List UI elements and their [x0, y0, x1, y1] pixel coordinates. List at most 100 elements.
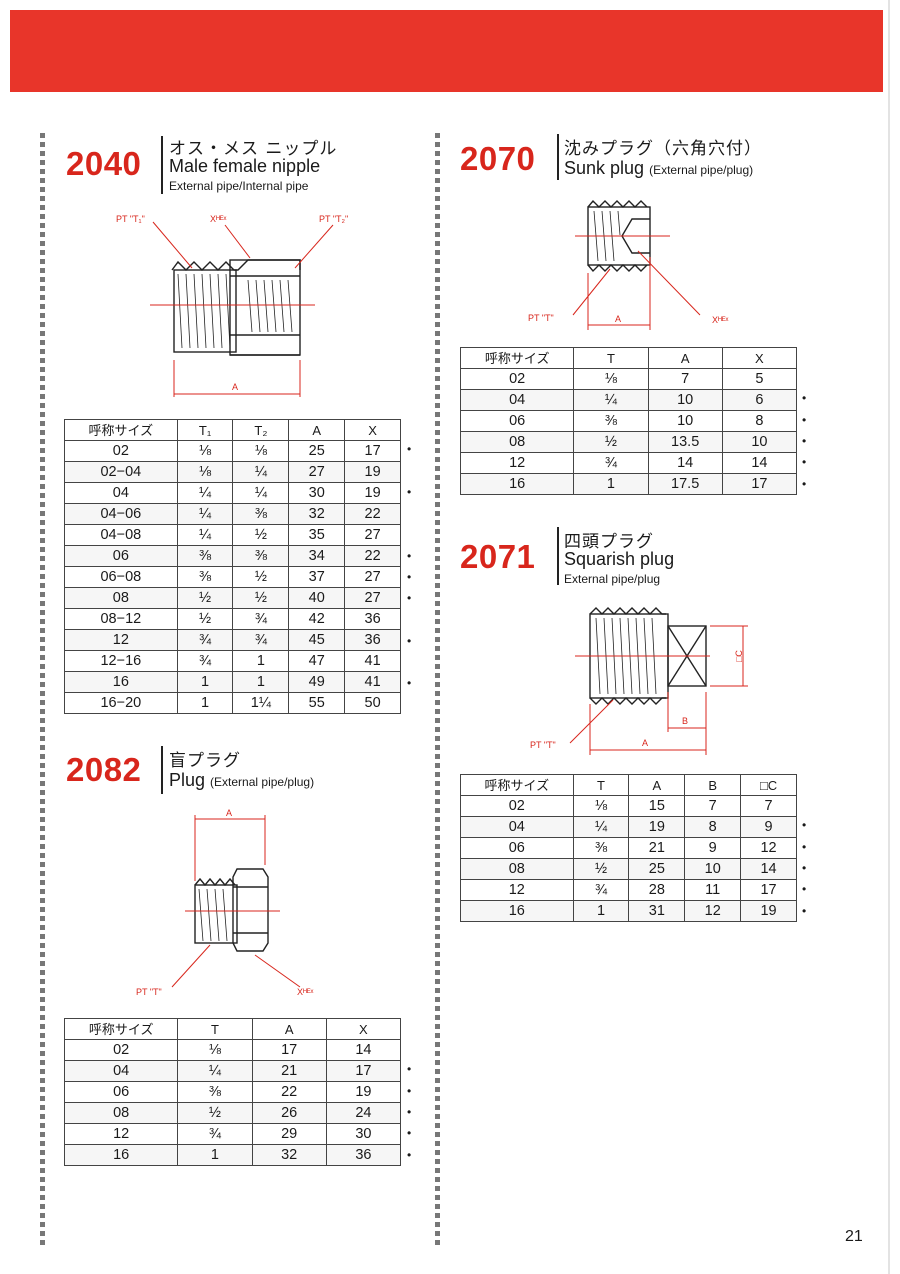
size-cell: 12 — [64, 629, 178, 651]
value-cell: ½ — [177, 1102, 253, 1124]
title-english-row: Sunk plug (External pipe/plug) — [564, 158, 753, 179]
value-cell: 12 — [684, 900, 742, 922]
stock-mark: • — [802, 882, 807, 897]
label-b: B — [682, 716, 688, 726]
label-x: Xᴴᴱˣ — [210, 214, 227, 224]
value-cell: ½ — [573, 431, 649, 453]
squarish-plug-diagram: □C B PT "T" A — [530, 607, 748, 755]
value-cell: 25 — [628, 858, 686, 880]
stock-mark: • — [802, 476, 807, 491]
stock-mark: • — [407, 1083, 412, 1098]
value-cell: 19 — [740, 900, 797, 922]
value-cell: 27 — [288, 461, 346, 483]
value-cell: 15 — [628, 795, 686, 817]
header-a: A — [251, 1018, 327, 1040]
value-cell: 11 — [684, 879, 742, 901]
value-cell: 34 — [288, 545, 346, 567]
value-cell: ¼ — [232, 461, 290, 483]
value-cell: 14 — [325, 1039, 402, 1061]
stock-mark: • — [407, 484, 412, 499]
label-t2: PT "T₂" — [319, 214, 348, 224]
title-divider — [161, 136, 163, 194]
value-cell: ⅛ — [177, 1039, 253, 1061]
size-cell: 04 — [460, 816, 574, 838]
title-english-note: (External pipe/plug) — [210, 775, 315, 789]
stock-mark: • — [802, 391, 807, 406]
value-cell: 50 — [344, 692, 401, 714]
value-cell: 41 — [344, 650, 401, 672]
stock-mark: • — [802, 412, 807, 427]
title-japanese: 沈みプラグ（六角穴付） — [564, 139, 762, 159]
header-a: A — [647, 347, 723, 369]
value-cell: ⅜ — [232, 545, 290, 567]
label-a: A — [642, 738, 648, 748]
header-a: A — [628, 774, 686, 796]
value-cell: 10 — [647, 410, 723, 432]
stock-mark: • — [802, 433, 807, 448]
value-cell: 10 — [721, 431, 798, 453]
subtitle: External pipe/plug — [564, 572, 661, 586]
stock-mark: • — [407, 442, 412, 456]
value-cell: ½ — [232, 587, 290, 609]
size-cell: 12−16 — [64, 650, 178, 672]
size-cell: 16 — [460, 900, 574, 922]
product-code: 2040 — [66, 145, 142, 182]
size-cell: 02 — [459, 368, 575, 390]
size-cell: 02−04 — [64, 461, 178, 483]
size-cell: 08 — [459, 431, 575, 453]
value-cell: 14 — [740, 858, 797, 880]
value-cell: 17 — [251, 1039, 327, 1061]
value-cell: 10 — [647, 389, 723, 411]
value-cell: 22 — [344, 503, 401, 525]
value-cell: 28 — [628, 879, 686, 901]
size-cell: 04 — [63, 1060, 179, 1082]
stock-mark: • — [802, 455, 807, 470]
value-cell: 1 — [573, 473, 649, 495]
label-x: Xᴴᴱˣ — [297, 987, 314, 997]
size-cell: 08 — [64, 587, 178, 609]
header-nominal-size: 呼称サイズ — [63, 1018, 179, 1040]
value-cell: 1 — [176, 671, 234, 693]
page-edge — [888, 0, 890, 1274]
value-cell: ¾ — [232, 608, 290, 630]
title-english: Male female nipple — [169, 156, 321, 176]
value-cell: 45 — [288, 629, 346, 651]
value-cell: 25 — [288, 440, 346, 462]
size-cell: 04 — [459, 389, 575, 411]
value-cell: ⅛ — [572, 795, 630, 817]
subtitle: External pipe/Internal pipe — [169, 179, 309, 193]
size-cell: 16−20 — [64, 692, 178, 714]
value-cell: ¾ — [573, 452, 649, 474]
size-cell: 08−12 — [64, 608, 178, 630]
value-cell: 29 — [251, 1123, 327, 1145]
value-cell: 37 — [288, 566, 346, 588]
stock-mark: • — [407, 1147, 412, 1162]
value-cell: 14 — [721, 452, 798, 474]
value-cell: ⅜ — [573, 410, 649, 432]
value-cell: 19 — [628, 816, 686, 838]
value-cell: ¾ — [176, 650, 234, 672]
value-cell: ⅛ — [232, 440, 290, 462]
label-a: A — [226, 808, 232, 818]
value-cell: 27 — [344, 566, 401, 588]
header-a: A — [288, 419, 346, 441]
value-cell: 1¼ — [232, 692, 290, 714]
plug-diagram: A PT "T" Xᴴᴱˣ — [136, 808, 314, 997]
stock-mark: • — [407, 569, 412, 584]
value-cell: 1 — [232, 650, 290, 672]
value-cell: 1 — [176, 692, 234, 714]
title-japanese: オス・メス ニップル — [169, 139, 338, 159]
value-cell: 8 — [684, 816, 742, 838]
